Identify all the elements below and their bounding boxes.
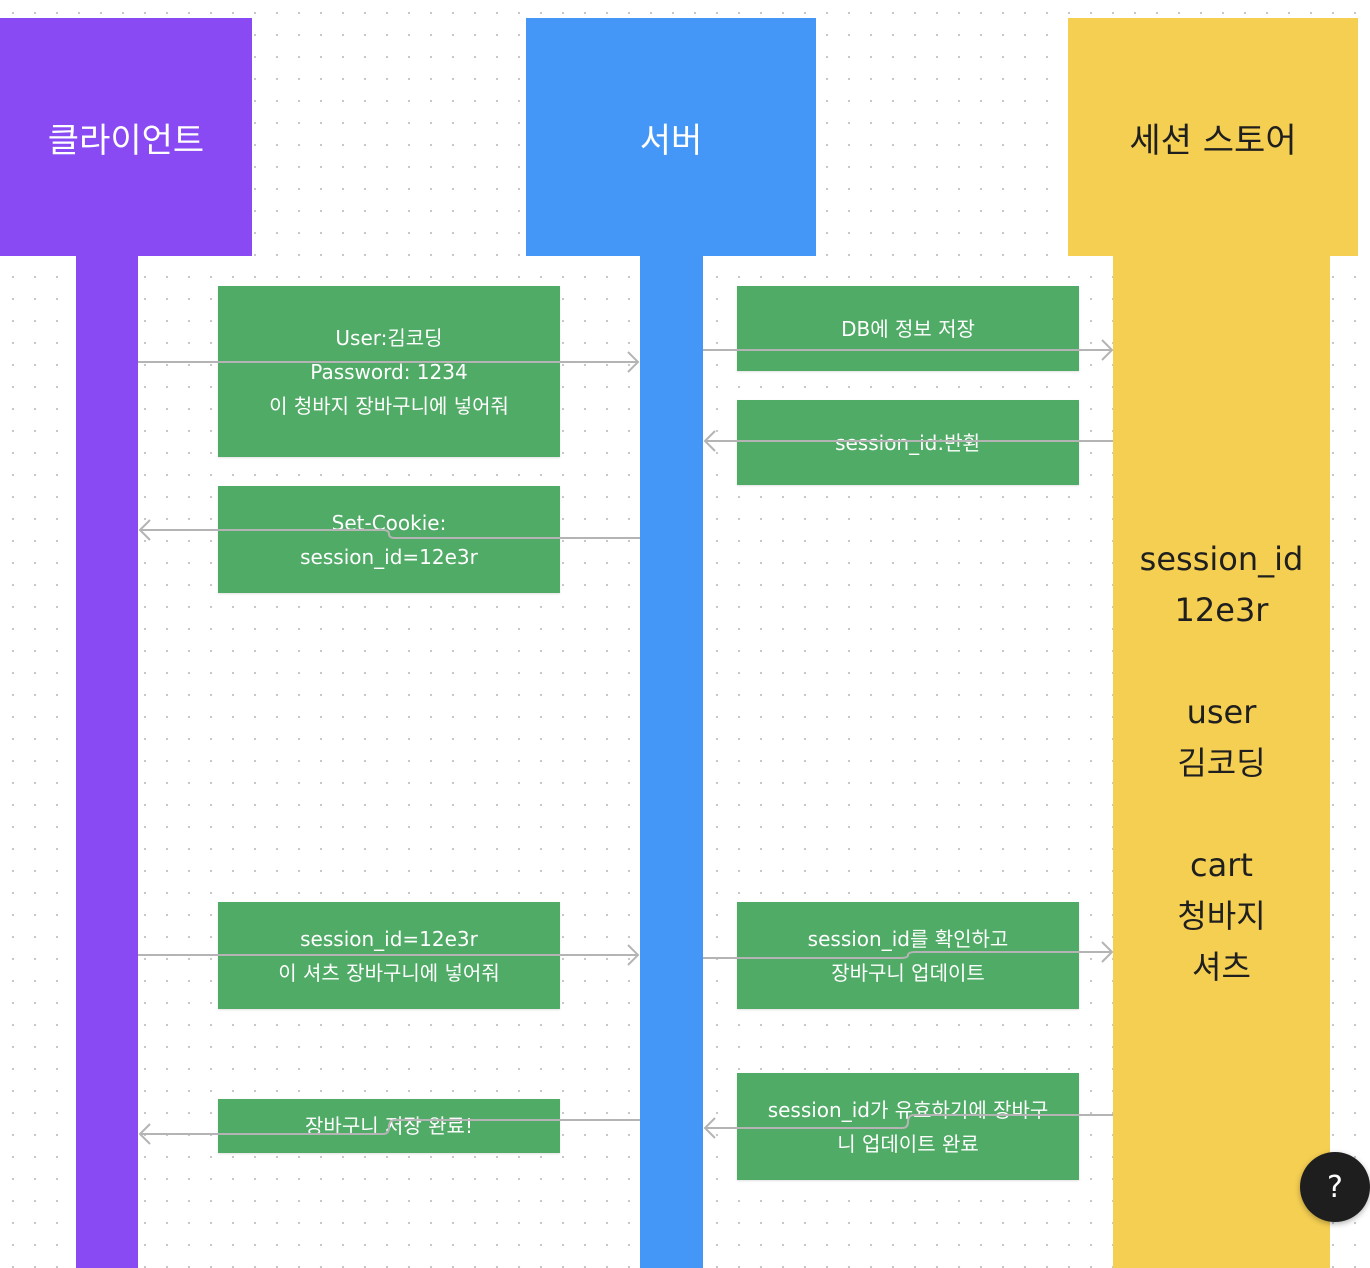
message-line: session_id가 유효하기에 장바구 [767, 1097, 1049, 1122]
message-line: session_id를 확인하고 [807, 926, 1009, 951]
message-line: session_id=12e3r [300, 926, 478, 951]
server-lifeline [640, 256, 703, 1268]
participant-server-label: 서버 [639, 120, 703, 161]
cart-item: 셔츠 [1192, 948, 1251, 986]
session-id-key: session_id [1139, 540, 1304, 578]
message-line: 장바구니 업데이트 [831, 960, 985, 985]
message-line: 이 셔츠 장바구니에 넣어줘 [278, 960, 500, 985]
message-cart-add-request: session_id=12e3r 이 셔츠 장바구니에 넣어줘 [218, 902, 560, 1009]
user-value: 김코딩 [1177, 744, 1266, 782]
message-line: 니 업데이트 완료 [837, 1131, 979, 1156]
participant-client-label: 클라이언트 [47, 120, 205, 161]
message-set-cookie: Set-Cookie: session_id=12e3r [218, 486, 560, 593]
help-button[interactable]: ? [1300, 1152, 1370, 1222]
message-db-save: DB에 정보 저장 [737, 286, 1079, 371]
message-line: 이 청바지 장바구니에 넣어줘 [269, 393, 509, 418]
message-line: DB에 정보 저장 [841, 316, 975, 341]
help-icon: ? [1327, 1169, 1343, 1205]
message-session-check: session_id를 확인하고 장바구니 업데이트 [737, 902, 1079, 1009]
message-line: session_id=12e3r [300, 544, 478, 569]
message-line: Password: 1234 [310, 359, 468, 384]
client-lifeline [76, 256, 138, 1268]
message-cart-update-complete: session_id가 유효하기에 장바구 니 업데이트 완료 [737, 1073, 1079, 1180]
message-login-request: User:김코딩 Password: 1234 이 청바지 장바구니에 넣어줘 [218, 286, 560, 457]
message-session-id-return: session_id:반환 [737, 400, 1079, 485]
message-cart-save-complete: 장바구니 저장 완료! [218, 1099, 560, 1153]
message-line: Set-Cookie: [331, 510, 447, 535]
session-id-value: 12e3r [1174, 591, 1269, 629]
user-key: user [1186, 693, 1257, 731]
message-line: 장바구니 저장 완료! [305, 1114, 473, 1138]
session-store-lifeline [1113, 256, 1330, 1268]
cart-key: cart [1190, 846, 1253, 884]
message-line: session_id:반환 [835, 430, 981, 455]
message-line: User:김코딩 [335, 325, 443, 350]
participant-server: 서버 [526, 18, 816, 256]
cart-item: 청바지 [1177, 897, 1266, 935]
participant-session-store: 세션 스토어 [1068, 18, 1358, 256]
session-store-content: session_id 12e3r user 김코딩 cart 청바지 셔츠 [1113, 534, 1330, 993]
participant-client: 클라이언트 [0, 18, 252, 256]
participant-session-store-label: 세션 스토어 [1129, 120, 1297, 161]
